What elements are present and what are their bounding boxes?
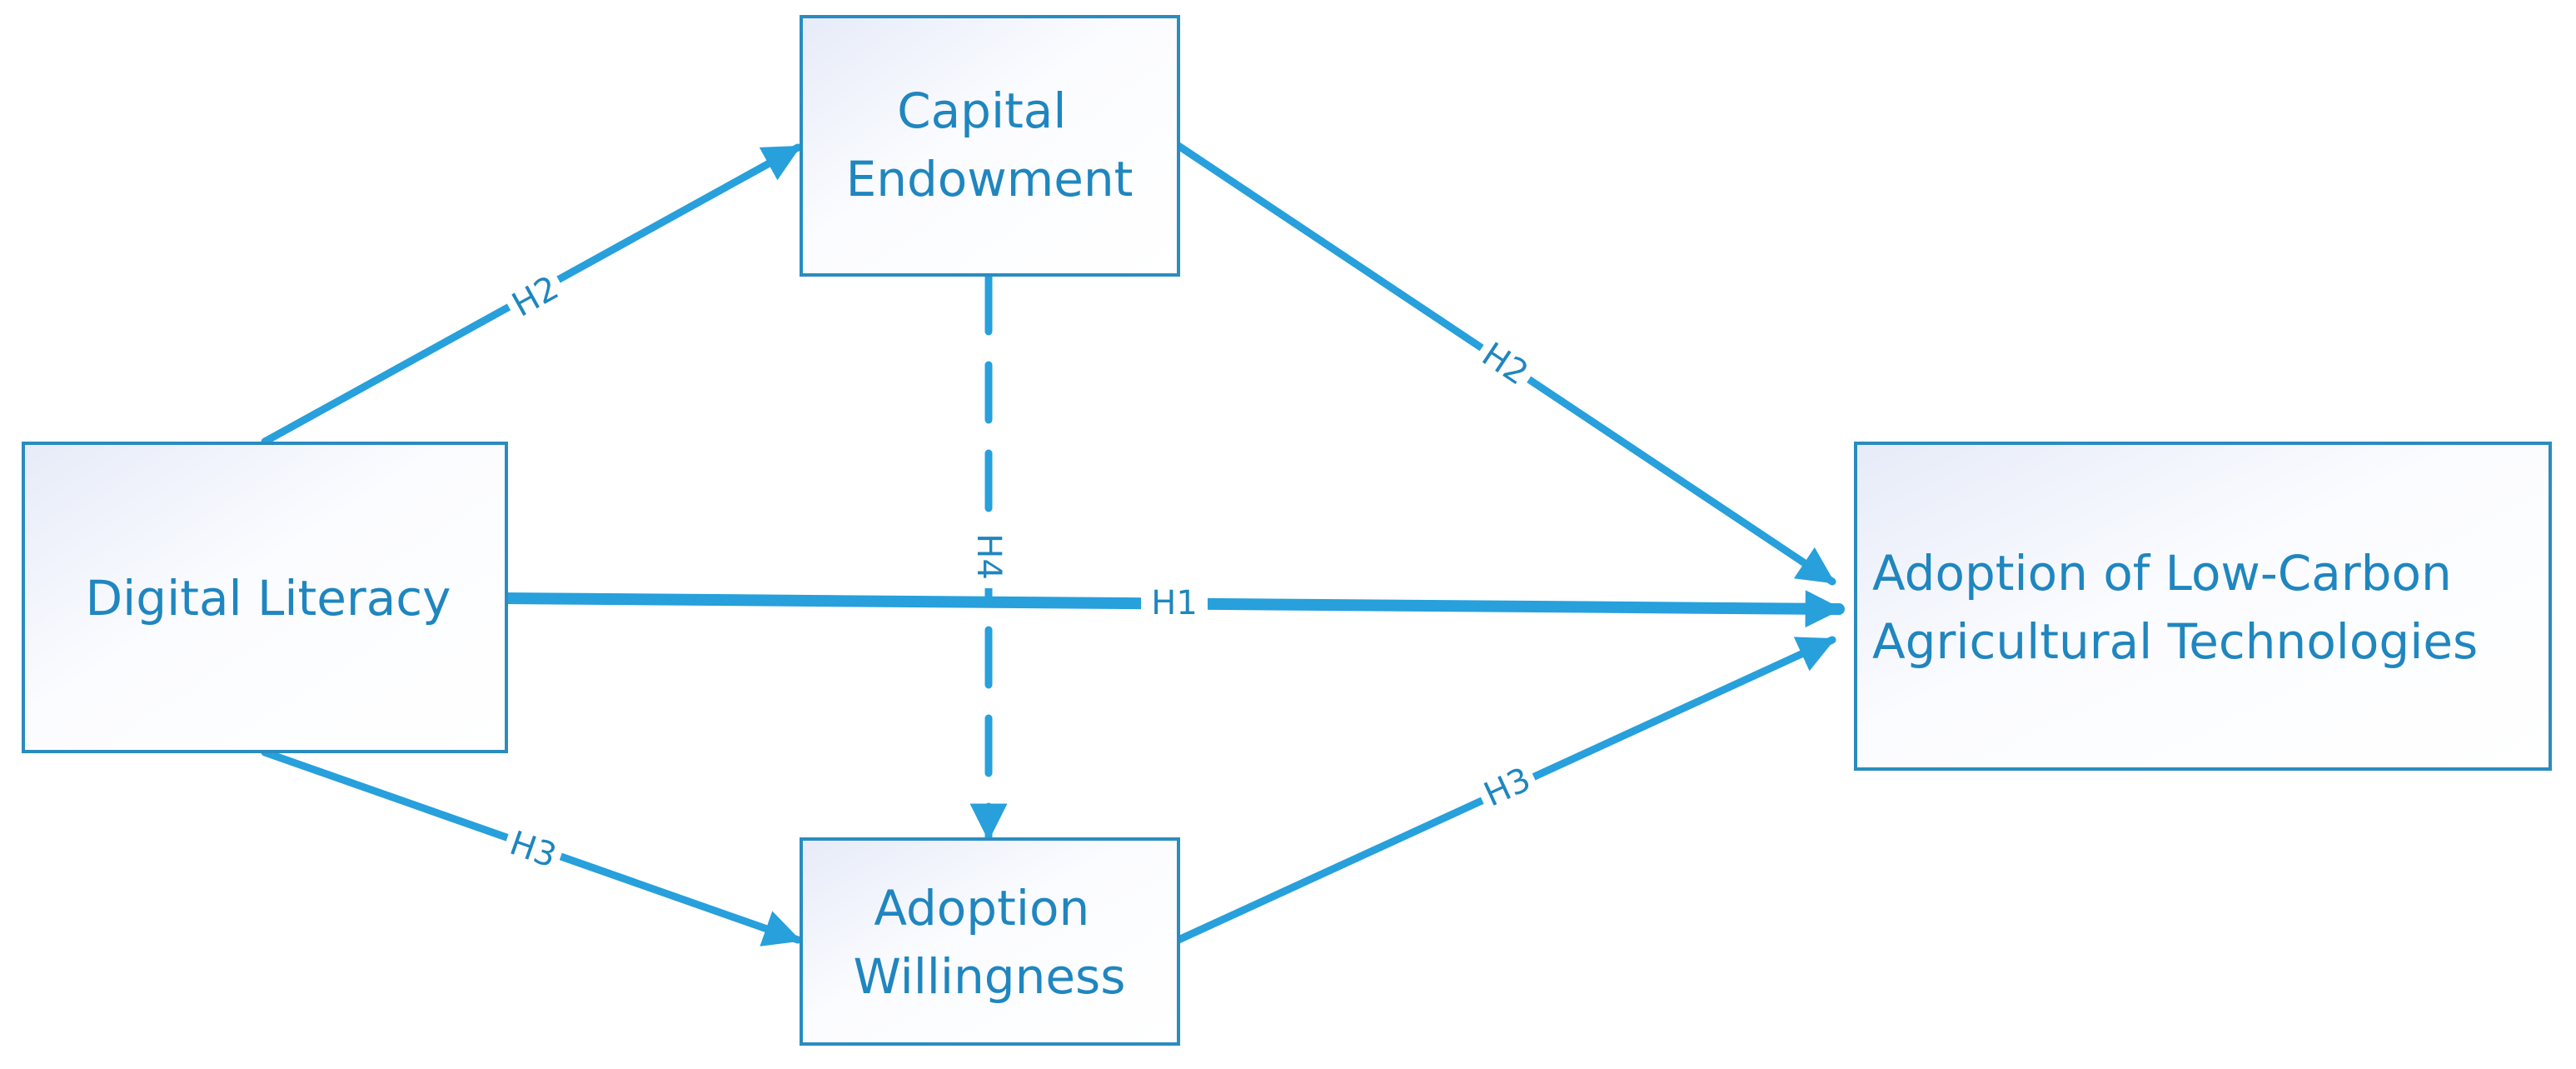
svg-text:H4: H4 — [969, 533, 1008, 580]
svg-text:H2: H2 — [1475, 335, 1535, 392]
label-h2-ce-to-lcat: H2 — [1469, 329, 1542, 397]
node-capital-endowment-line-1: Capital — [897, 82, 1066, 139]
node-adoption-willingness-line-2: Willingness — [854, 948, 1126, 1005]
node-adoption-low-carbon-tech-line-1: Adoption of Low-Carbon — [1872, 545, 2452, 602]
node-capital-endowment: Capital Endowment — [800, 15, 1180, 277]
label-h2-dl-to-ce: H2 — [500, 262, 571, 329]
node-adoption-willingness-line-1: Adoption — [874, 880, 1089, 937]
label-h1: H1 — [1141, 584, 1208, 622]
svg-text:Capital Endowment: Capital Endowment — [846, 82, 1134, 207]
label-h3-aw-to-lcat: H3 — [1472, 755, 1542, 818]
label-h4: H4 — [969, 525, 1010, 588]
node-adoption-willingness: Adoption Willingness — [800, 837, 1180, 1046]
node-digital-literacy-line-1: Digital Literacy — [86, 570, 451, 627]
svg-text:Adoption Willingness: Adoption Willingness — [854, 880, 1126, 1005]
node-capital-endowment-line-2: Endowment — [846, 151, 1134, 207]
node-adoption-low-carbon-tech: Adoption of Low-Carbon Agricultural Tech… — [1854, 442, 2552, 771]
svg-text:H1: H1 — [1151, 584, 1198, 622]
svg-text:Adoption of Low-Carbon A: Adoption of Low-Carbon Agricultural Tech… — [1872, 545, 2478, 670]
node-adoption-low-carbon-tech-line-2: Agricultural Technologies — [1872, 613, 2478, 670]
svg-text:Digital Literacy: Digital Literacy — [86, 570, 451, 627]
label-h3-dl-to-aw: H3 — [499, 819, 568, 879]
node-digital-literacy: Digital Literacy — [22, 442, 508, 753]
